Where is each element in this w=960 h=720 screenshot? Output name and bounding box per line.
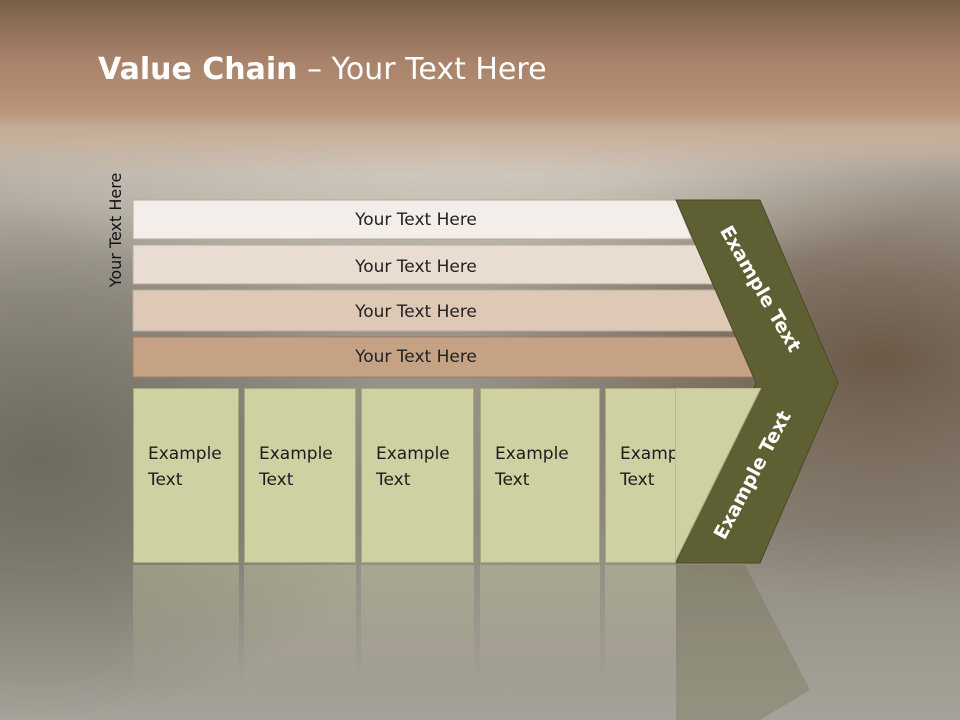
box-3-line2: Text xyxy=(376,470,411,490)
box-2-line1: Example xyxy=(259,444,333,464)
box-4-line1: Example xyxy=(495,444,569,464)
title-bold: Value Chain xyxy=(98,52,298,87)
bar-1 xyxy=(132,199,693,240)
box-reflection-3 xyxy=(361,565,474,685)
box-3-line1: Example xyxy=(376,444,450,464)
box-1-line2: Text xyxy=(148,470,183,490)
box-reflection-5 xyxy=(605,565,676,685)
box-reflection-1 xyxy=(133,565,239,685)
bar-2-label: Your Text Here xyxy=(354,257,477,277)
bar-4-label: Your Text Here xyxy=(354,347,477,367)
box-1-line1: Example xyxy=(148,444,222,464)
box-reflection-2 xyxy=(244,565,356,685)
box-reflection-4 xyxy=(480,565,600,685)
box-5-line1: Example xyxy=(620,444,694,464)
box-5-line2: Text xyxy=(620,470,655,490)
box-2-line2: Text xyxy=(259,470,294,490)
box-4-line2: Text xyxy=(495,470,530,490)
box-5-slant xyxy=(675,388,762,563)
arrow-reflection xyxy=(676,565,810,720)
slide-title: Value Chain – Your Text Here xyxy=(98,52,547,87)
bar-1-label: Your Text Here xyxy=(354,210,477,230)
activity-box-2: Example Text xyxy=(244,388,356,563)
activity-box-4: Example Text xyxy=(480,388,600,563)
activity-box-5: Example Text xyxy=(605,388,694,563)
title-rest: – Your Text Here xyxy=(297,52,547,87)
bar-3-label: Your Text Here xyxy=(354,302,477,322)
activity-box-1: Example Text xyxy=(133,388,239,563)
activity-box-3: Example Text xyxy=(361,388,474,563)
